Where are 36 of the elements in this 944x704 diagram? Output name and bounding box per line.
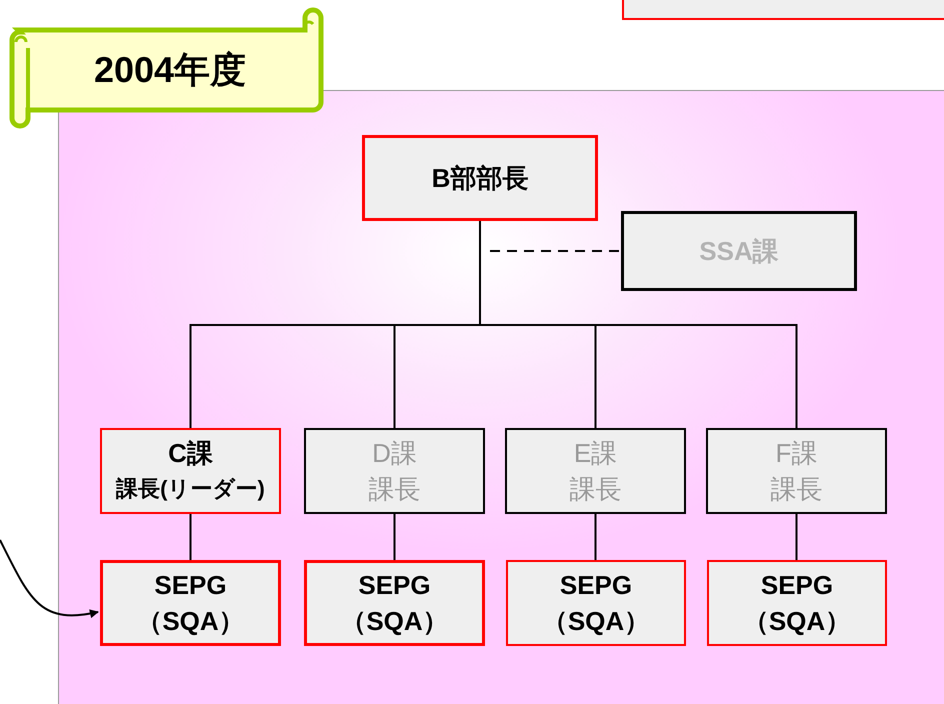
box-label: SSA課 [699, 235, 779, 268]
box-label: SEPG [560, 569, 632, 602]
box-label: 課長 [570, 473, 622, 506]
box-label: SEPG [760, 569, 834, 602]
connector-line [594, 514, 596, 560]
box-label: SEPG [154, 569, 227, 602]
org-box [621, 211, 857, 291]
org-box [706, 428, 887, 514]
org-box [506, 560, 686, 646]
box-label: F課 [776, 437, 818, 470]
org-box [304, 428, 485, 514]
box-label: 課長(リーダー) [116, 475, 265, 503]
connector-line [190, 514, 192, 560]
org-box [100, 560, 281, 646]
arrow [0, 540, 99, 618]
box-label: （SQA） [136, 605, 245, 638]
box-label: 課長 [368, 473, 420, 506]
connector-line [490, 250, 621, 252]
connector-line [394, 514, 396, 560]
org-box [622, 0, 944, 20]
org-box [707, 560, 887, 646]
box-label: 課長 [770, 473, 822, 506]
box-label: B部部長 [432, 162, 528, 195]
connector-line [796, 514, 798, 560]
box-label: C課 [168, 437, 213, 470]
org-box [100, 428, 281, 514]
box-label: D課 [372, 437, 417, 470]
box-label: （SQA） [542, 605, 650, 638]
box-label: SEPG [358, 569, 431, 602]
box-label: E課 [574, 437, 618, 470]
org-box [304, 560, 485, 646]
box-label: （SQA） [340, 605, 449, 638]
org-box [362, 135, 598, 221]
box-label: （SQA） [742, 605, 852, 638]
org-box [505, 428, 686, 514]
title: 2004年度 [92, 48, 248, 92]
